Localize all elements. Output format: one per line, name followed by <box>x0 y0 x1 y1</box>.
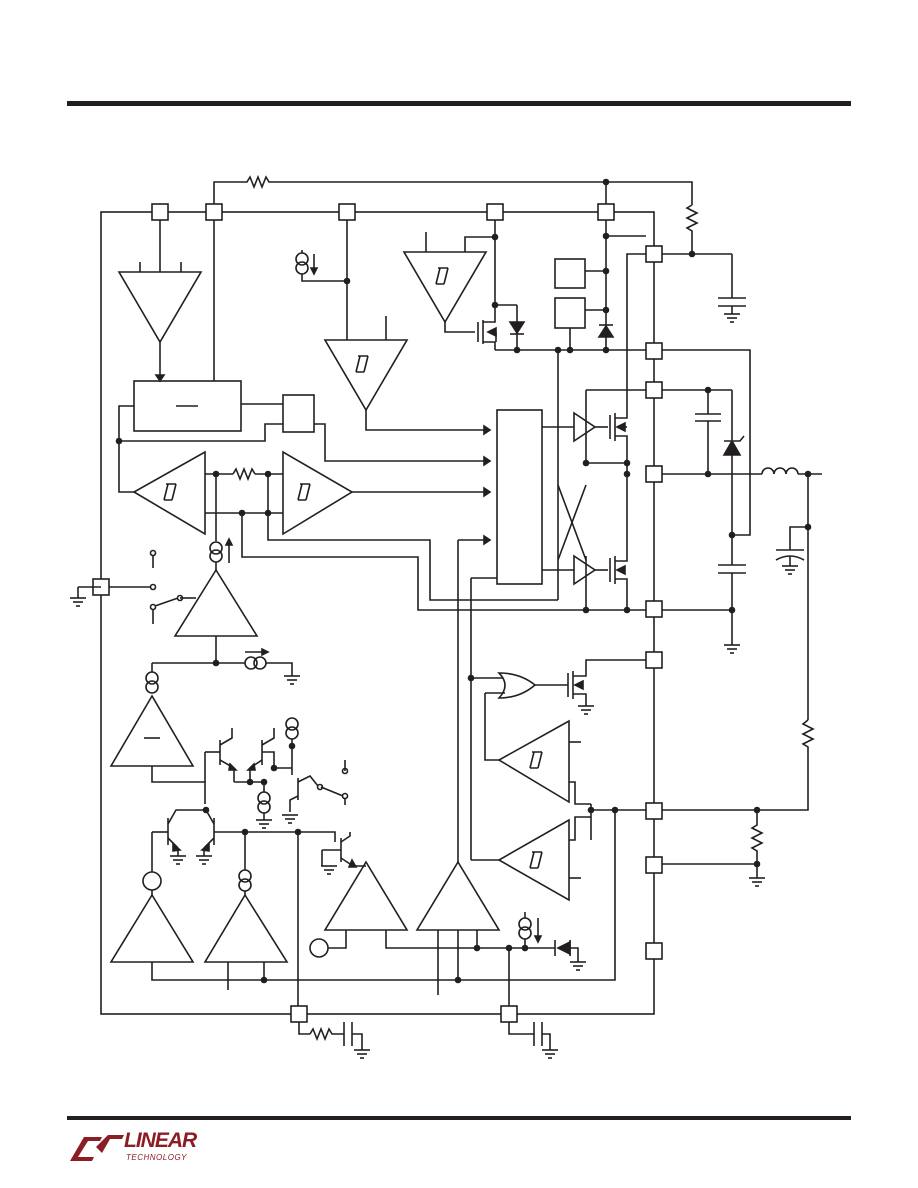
gate-driver-bottom <box>573 554 597 586</box>
pin-bottom-1 <box>290 1005 308 1023</box>
hysteresis-comparator-left <box>132 450 206 536</box>
amplifier-bottom-3 <box>323 860 409 931</box>
pin-right-5 <box>645 600 663 618</box>
amplifier-bottom-1 <box>109 893 195 963</box>
linear-logo-icon <box>70 1135 124 1161</box>
top-rule <box>67 101 851 106</box>
hysteresis-comparator-center <box>282 450 354 536</box>
pin-right-4 <box>645 465 663 483</box>
hysteresis-comparator-lower-2 <box>497 818 570 902</box>
pin-top-3 <box>338 203 356 221</box>
pin-right-9 <box>645 942 663 960</box>
ic-boundary <box>100 211 655 1015</box>
amplifier-bottom-4 <box>415 860 501 931</box>
pin-bottom-2 <box>500 1005 518 1023</box>
pin-right-1 <box>645 245 663 263</box>
enable-amplifier <box>173 568 259 637</box>
regulator-block-2 <box>554 297 586 329</box>
amplifier-bottom-2 <box>203 893 289 963</box>
reference-buffer <box>109 694 195 767</box>
hysteresis-comparator-top <box>323 339 409 412</box>
hysteresis-comparator-lower-1 <box>497 719 570 804</box>
pin-top-1 <box>151 203 169 221</box>
pin-right-6 <box>645 651 663 669</box>
or-gate <box>497 672 537 699</box>
logo-subtext: TECHNOLOGY <box>126 1153 188 1162</box>
pin-top-2 <box>205 203 223 221</box>
pin-top-4 <box>486 203 504 221</box>
bottom-rule <box>67 1116 851 1120</box>
pin-top-5 <box>597 203 615 221</box>
pin-right-2 <box>645 342 663 360</box>
pin-right-3 <box>645 381 663 399</box>
pin-right-8 <box>645 856 663 874</box>
logo-wordmark: LINEAR <box>124 1129 197 1152</box>
hysteresis-comparator-upper-right <box>402 251 488 324</box>
regulator-block-1 <box>554 258 586 289</box>
latch-block <box>282 394 315 433</box>
control-logic <box>496 409 543 585</box>
pin-right-7 <box>645 802 663 820</box>
error-amplifier <box>117 271 203 344</box>
gate-driver-top <box>573 411 597 443</box>
